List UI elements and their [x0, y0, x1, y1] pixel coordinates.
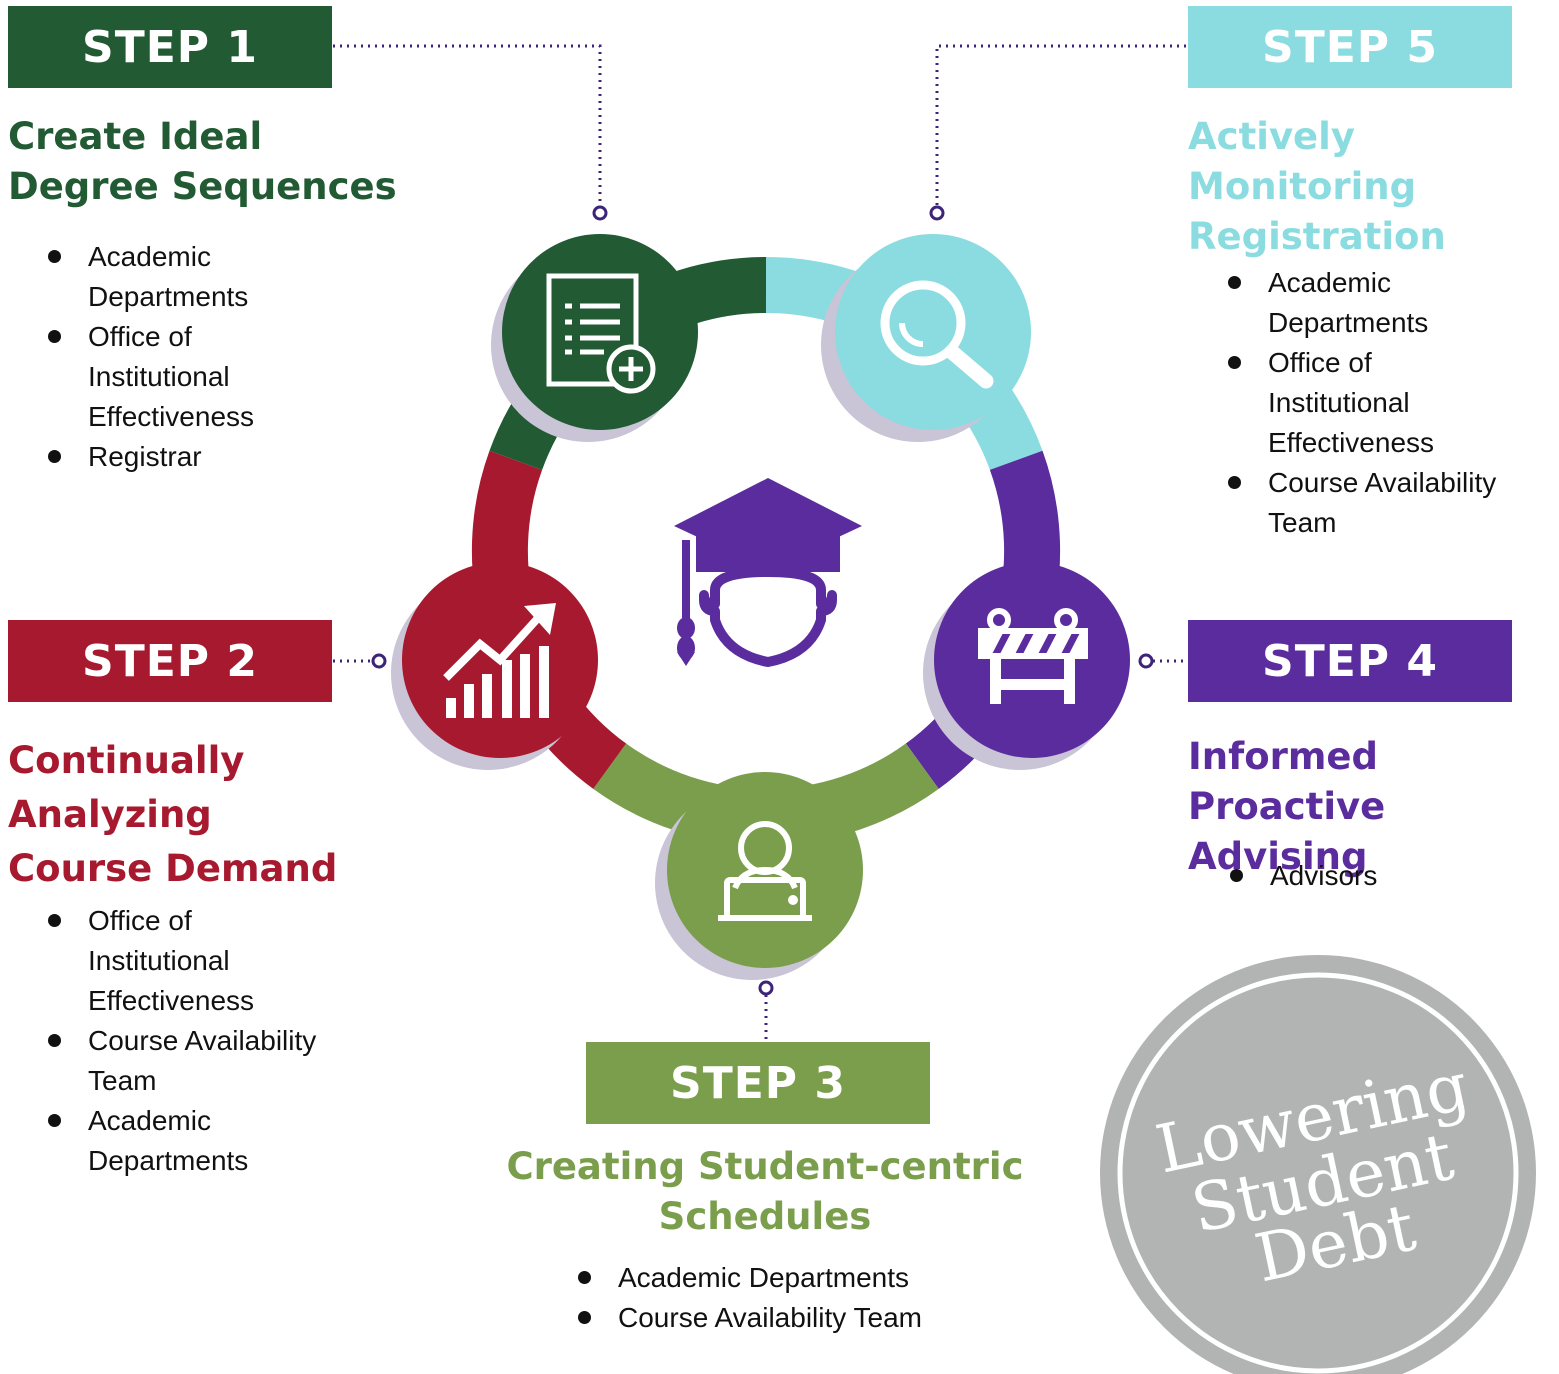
- list-item: Academic Departments: [1228, 263, 1428, 343]
- list-item: Course Availability Team: [578, 1298, 978, 1338]
- step-1-title-line: Create Ideal: [8, 115, 263, 158]
- step-3-banner: STEP 3: [586, 1042, 930, 1124]
- connector-dot-step-3: [758, 980, 774, 996]
- step-5-banner: STEP 5: [1188, 6, 1512, 88]
- list-item: Course Availability Team: [48, 1021, 328, 1101]
- step-1-banner: STEP 1: [8, 6, 332, 88]
- step-2-title-line: Analyzing: [8, 793, 212, 836]
- step-4-title-line: Informed: [1188, 735, 1379, 778]
- connector-dot-step-1: [592, 205, 608, 221]
- connector-dot-step-5: [929, 205, 945, 221]
- step-4-title: Informed Proactive Advising: [1188, 732, 1559, 882]
- step-4-node: [934, 562, 1130, 758]
- connector-dot-step-2: [371, 653, 387, 669]
- connector-step-5: [935, 44, 1186, 206]
- step-1-title: Create Ideal Degree Sequences: [8, 112, 397, 212]
- step-5-title: Actively Monitoring Registration: [1188, 112, 1446, 262]
- step-5-list: Academic Departments Office of Instituti…: [1228, 263, 1528, 543]
- magnifier-icon: [880, 280, 994, 389]
- step-5-title-line: Actively: [1188, 115, 1355, 158]
- step-3-node: [667, 772, 863, 968]
- step-2-list: Office of Institutional Effectiveness Co…: [48, 901, 338, 1181]
- list-item: Academic Departments: [578, 1258, 978, 1298]
- list-item: Registrar: [48, 437, 298, 477]
- document-plus-icon: [546, 273, 656, 394]
- step-3-title-line: Schedules: [658, 1195, 872, 1238]
- list-item: Course Availability Team: [1228, 463, 1508, 543]
- step-3-list: Academic Departments Course Availability…: [578, 1258, 978, 1338]
- barrier-icon: [978, 608, 1088, 704]
- step-4-banner: STEP 4: [1188, 620, 1512, 702]
- list-item: Office of Institutional Effectiveness: [48, 317, 268, 437]
- step-3-title: Creating Student-centric Schedules: [480, 1142, 1050, 1242]
- step-2-node: [402, 562, 598, 758]
- step-5-title-line: Registration: [1188, 215, 1446, 258]
- list-item: Office of Institutional Effectiveness: [48, 901, 268, 1021]
- list-item: Office of Institutional Effectiveness: [1228, 343, 1448, 463]
- step-1-list: Academic Departments Office of Instituti…: [48, 237, 298, 477]
- step-4-title-line: Proactive Advising: [1188, 785, 1386, 878]
- list-item: Academic Departments: [48, 1101, 248, 1181]
- student-laptop-icon: [718, 821, 812, 921]
- step-4-list: Advisors: [1230, 856, 1530, 896]
- step-2-title: Continually Analyzing Course Demand: [8, 734, 337, 896]
- list-item: Academic Departments: [48, 237, 248, 317]
- step-2-banner: STEP 2: [8, 620, 332, 702]
- seal-badge: Lowering Student Debt: [1100, 955, 1536, 1374]
- connector-step-1: [333, 44, 602, 206]
- connector-dot-step-4: [1138, 653, 1154, 669]
- step-1-title-line: Degree Sequences: [8, 165, 397, 208]
- step-2-title-line: Continually: [8, 739, 245, 782]
- graduate-cap-icon: [674, 478, 862, 667]
- step-1-node: [502, 234, 698, 430]
- step-2-title-line: Course Demand: [8, 847, 338, 890]
- growth-chart-icon: [443, 603, 556, 718]
- step-5-title-line: Monitoring: [1188, 165, 1417, 208]
- step-3-title-line: Creating Student-centric: [506, 1145, 1024, 1188]
- step-5-node: [835, 234, 1031, 430]
- list-item: Advisors: [1230, 856, 1530, 896]
